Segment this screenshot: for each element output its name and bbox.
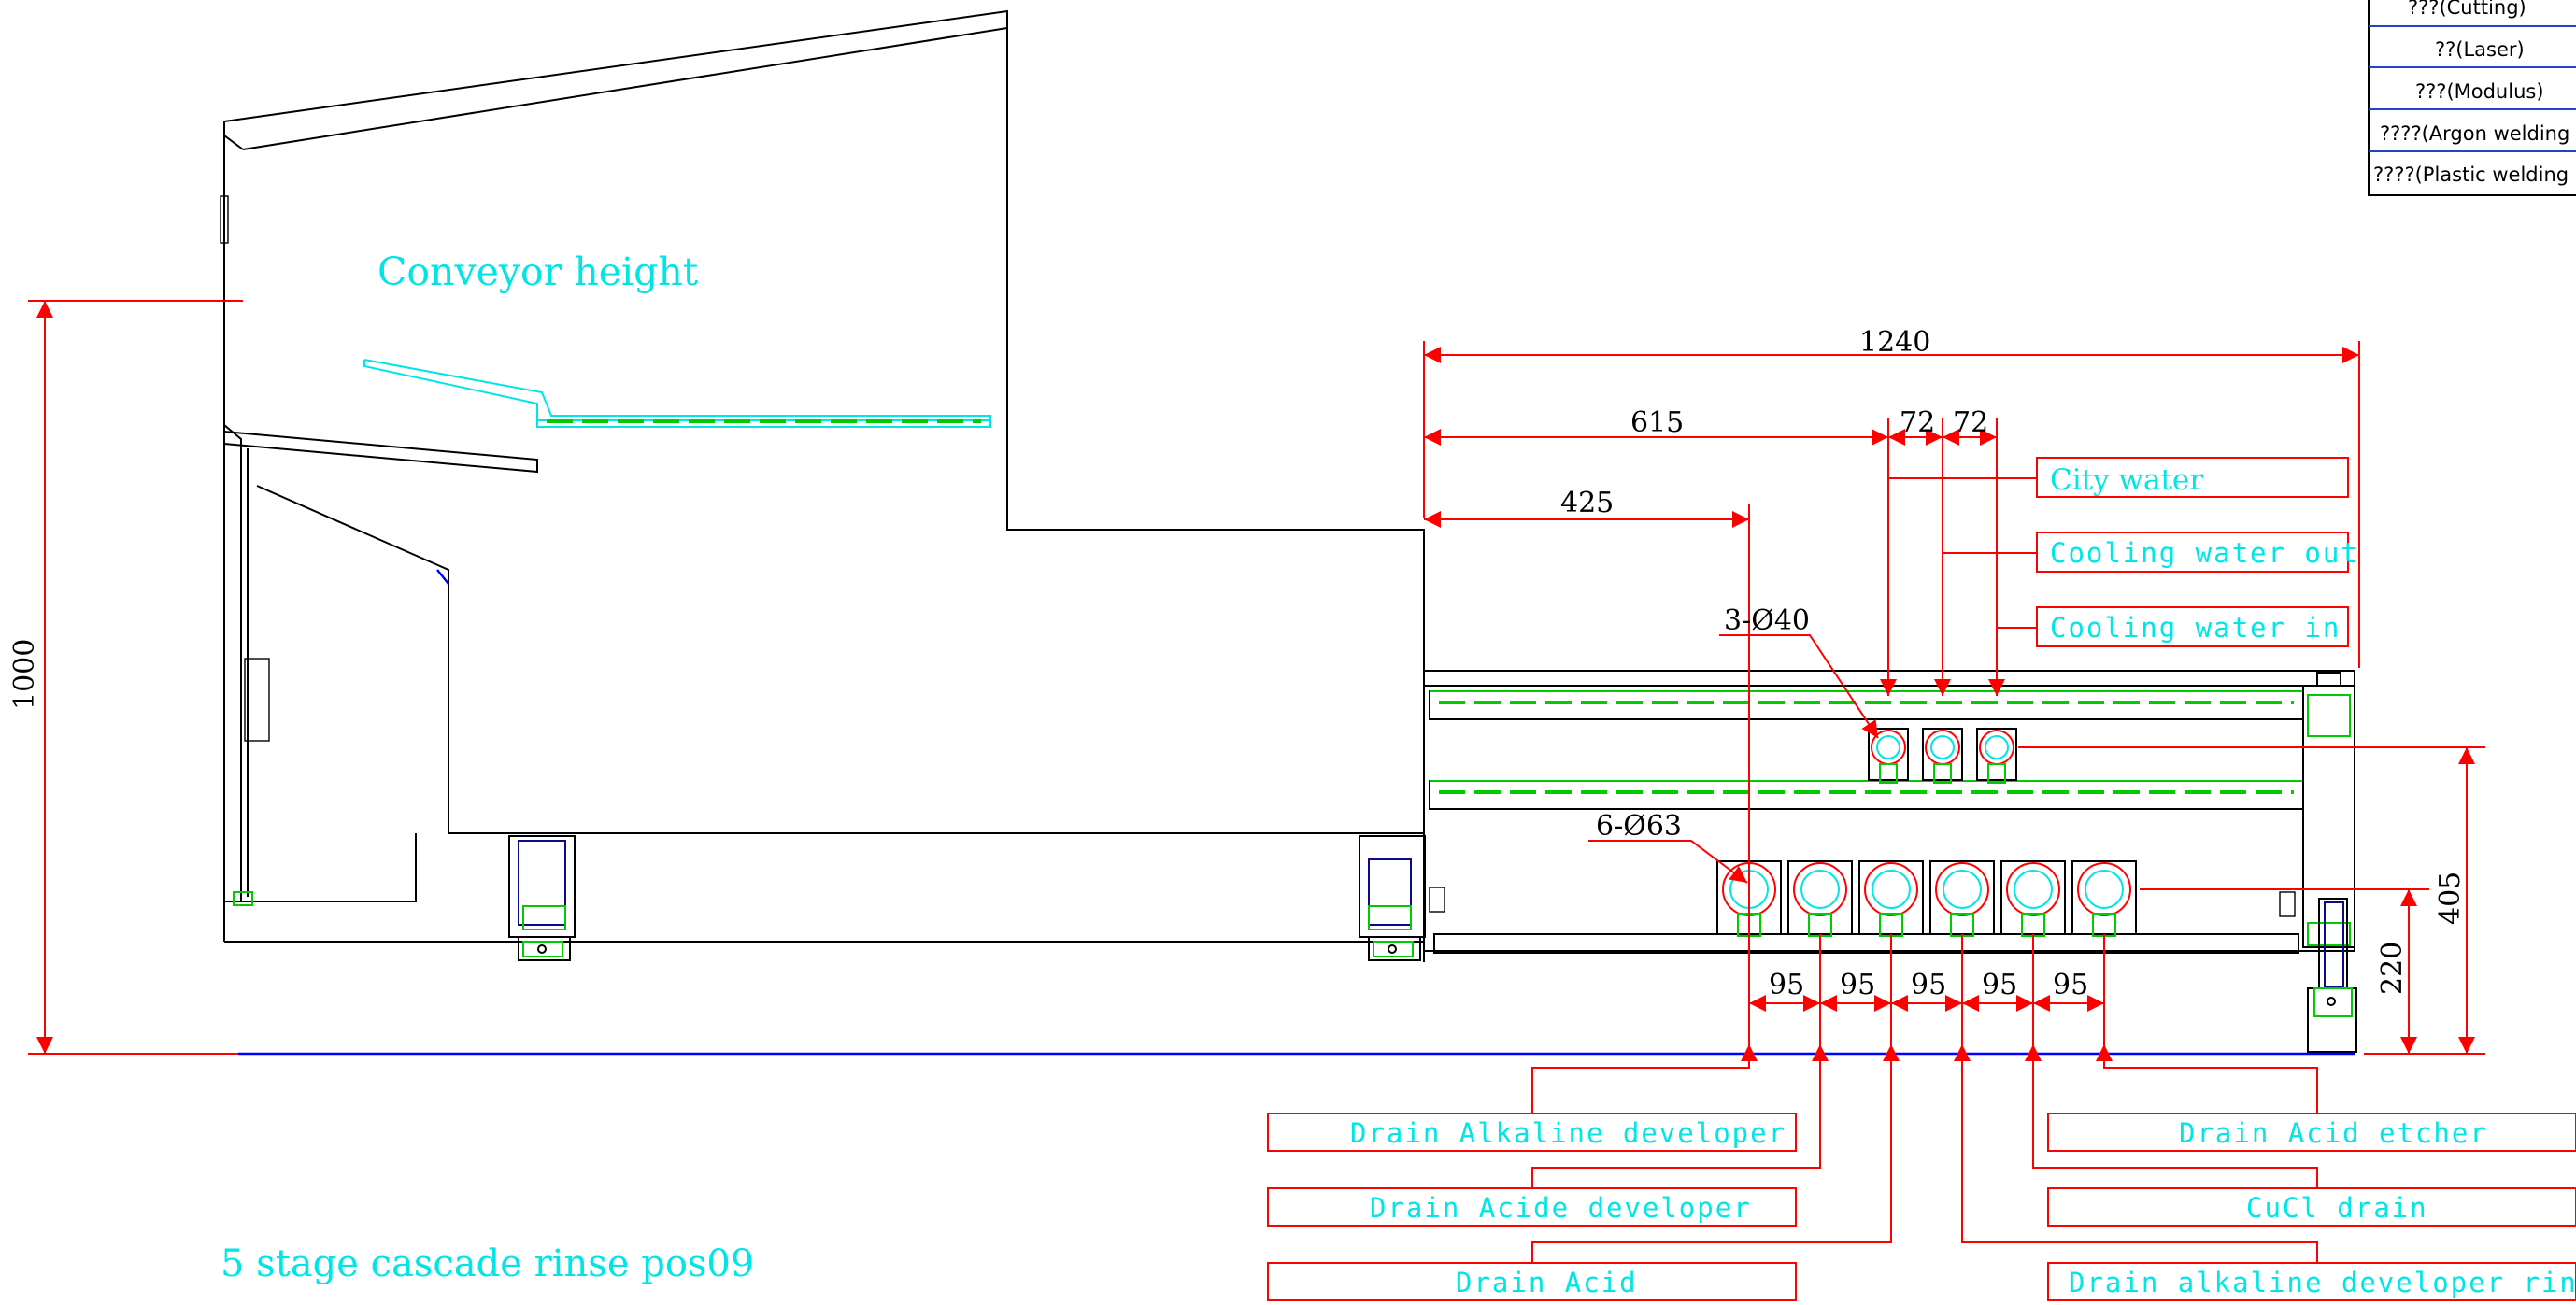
pipe-frame <box>1423 670 2357 1053</box>
small-pipe-1 <box>1868 728 1909 784</box>
dim-3-d40: 3-Ø40 <box>1724 604 1810 637</box>
callout-drain-acid-etcher: Drain Acid etcher <box>2047 1113 2576 1152</box>
dim-1240: 1240 <box>1859 326 1930 359</box>
dim-pitch-3: 95 <box>1911 969 1946 1001</box>
title-block-table: ???(Cutting) ??(Laser) ???(Modulus) ????… <box>2368 0 2576 196</box>
callout-drain-alkaline-developer: Drain Alkaline developer <box>1267 1113 1797 1152</box>
callout-drain-acide-developer: Drain Acide developer <box>1267 1187 1797 1227</box>
small-pipe-3 <box>1976 728 2017 784</box>
caster-left <box>508 835 576 961</box>
big-pipe-4 <box>1929 860 1995 937</box>
table-row-argon-welding: ????(Argon welding <box>2380 122 2569 145</box>
callout-city-water-label: City water <box>2050 463 2203 497</box>
table-row-modulus: ???(Modulus) <box>2415 80 2544 103</box>
lower-callout-leaders <box>1531 1044 2318 1263</box>
small-pipe-2 <box>1922 728 1963 784</box>
dim-pitch-4: 95 <box>1982 969 2017 1001</box>
big-pipe-5 <box>2000 860 2066 937</box>
callout-cucl-drain-label: CuCl drain <box>2246 1192 2428 1224</box>
big-pipe-6 <box>2071 860 2137 937</box>
callout-drain-alkaline-developer-rinse: Drain alkaline developer rinse <box>2047 1262 2576 1301</box>
big-pipes <box>1716 860 2137 937</box>
small-pipes <box>1868 728 2017 784</box>
callout-drain-acid: Drain Acid <box>1267 1262 1797 1301</box>
dim-pitch-1: 95 <box>1769 969 1804 1001</box>
callout-drain-alkaline-developer-rinse-label: Drain alkaline developer rinse <box>2069 1267 2576 1298</box>
dim-6-d63: 6-Ø63 <box>1596 810 1682 843</box>
callout-drain-alkaline-developer-label: Drain Alkaline developer <box>1350 1117 1786 1149</box>
dim-1000: 1000 <box>8 639 41 710</box>
callout-cucl-drain: CuCl drain <box>2047 1187 2576 1227</box>
callout-drain-acid-label: Drain Acid <box>1456 1267 1638 1298</box>
callout-cooling-water-out-label: Cooling water out <box>2050 537 2359 569</box>
dim-220: 220 <box>2376 942 2409 995</box>
dim-615: 615 <box>1630 406 1684 439</box>
dim-pitch-2: 95 <box>1840 969 1875 1001</box>
table-row-cutting: ???(Cutting) <box>2408 0 2526 19</box>
table-row-plastic-welding: ????(Plastic welding <box>2373 163 2569 186</box>
callout-drain-acide-developer-label: Drain Acide developer <box>1370 1192 1752 1224</box>
conveyor-height-label: Conveyor height <box>377 249 699 294</box>
dimension-lines <box>28 300 2485 1055</box>
callout-cooling-water-in: Cooling water in <box>2036 606 2349 647</box>
table-row-laser: ??(Laser) <box>2435 38 2525 61</box>
dim-405: 405 <box>2434 872 2467 925</box>
big-pipe-3 <box>1858 860 1924 937</box>
dim-72-b: 72 <box>1953 406 1988 439</box>
dim-425: 425 <box>1560 487 1614 519</box>
dim-72-a: 72 <box>1900 406 1935 439</box>
upper-callout-leaders <box>1888 477 2037 629</box>
dim-pitch-5: 95 <box>2053 969 2088 1001</box>
callout-cooling-water-in-label: Cooling water in <box>2050 612 2341 644</box>
callout-cooling-water-out: Cooling water out <box>2036 532 2359 573</box>
stage-label: 5 stage cascade rinse pos09 <box>221 1242 754 1285</box>
machine-side-view <box>220 9 1425 962</box>
big-pipe-2 <box>1787 860 1853 937</box>
callout-drain-acid-etcher-label: Drain Acid etcher <box>2179 1117 2488 1149</box>
callout-city-water: City water <box>2036 457 2349 498</box>
